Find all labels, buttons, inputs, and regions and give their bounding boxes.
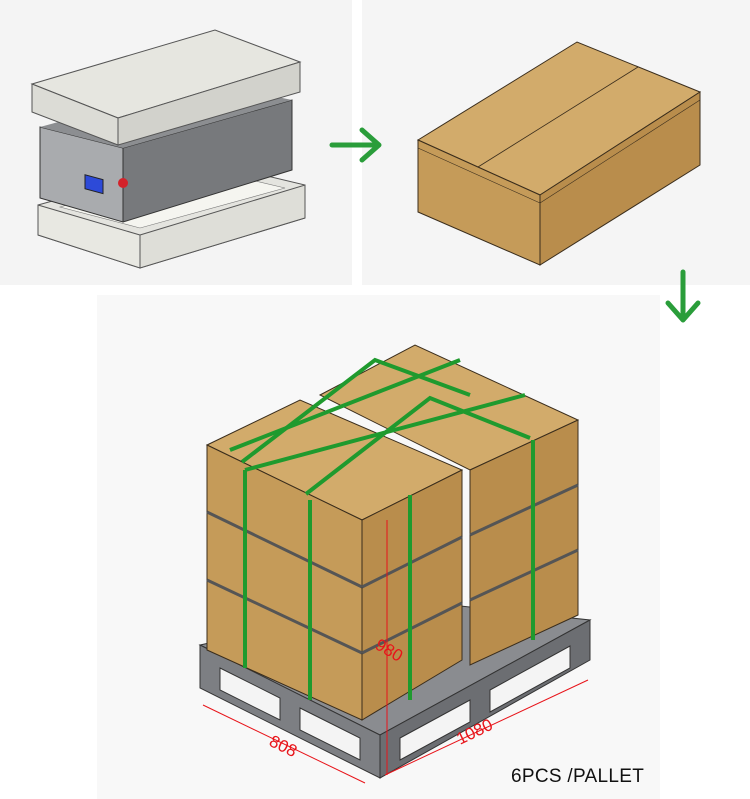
carton-illustration bbox=[416, 41, 702, 266]
arrow-down-icon bbox=[665, 269, 701, 323]
power-switch-icon bbox=[118, 178, 128, 188]
arrow-right-icon bbox=[329, 127, 382, 163]
dimension-lines bbox=[202, 520, 589, 784]
caption-pcs-per-pallet: 6PCS /PALLET bbox=[511, 766, 645, 787]
pallet-straps bbox=[229, 357, 535, 700]
battery-foam-illustration bbox=[30, 29, 306, 269]
lcd-screen-icon bbox=[84, 174, 104, 195]
